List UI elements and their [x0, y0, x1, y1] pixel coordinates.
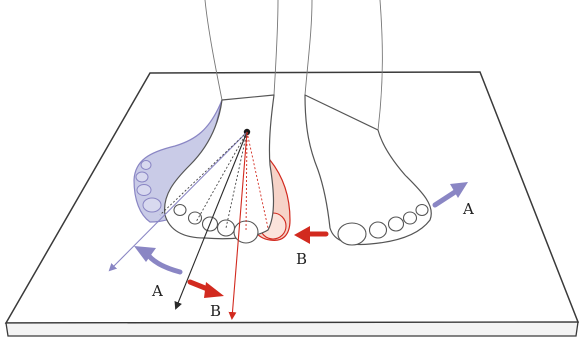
right-third-toe — [389, 217, 404, 231]
label-a-left: A — [151, 282, 163, 300]
right-fourth-toe — [404, 212, 417, 224]
right-second-toe — [370, 222, 387, 238]
right-little-toe — [416, 205, 428, 216]
label-a-right: A — [462, 200, 474, 218]
label-b-right: B — [296, 250, 307, 268]
right-big-toe — [338, 223, 366, 245]
floor-platform — [6, 72, 578, 336]
little-toe — [174, 205, 186, 216]
fourth-toe — [189, 212, 202, 224]
label-b-bottom: B — [210, 302, 221, 320]
